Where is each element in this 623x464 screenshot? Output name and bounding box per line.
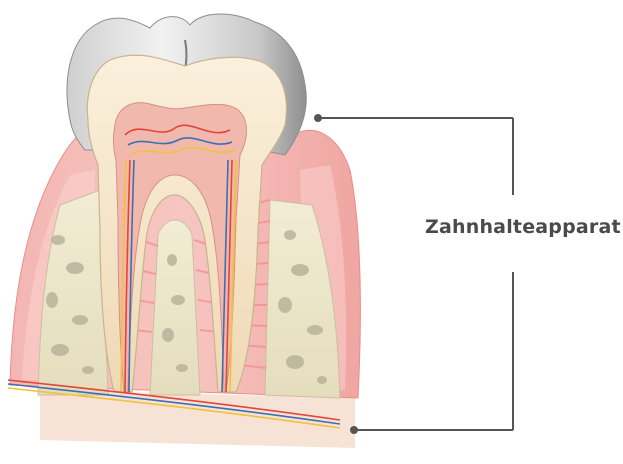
bracket-top-dot	[314, 114, 322, 122]
bracket-bottom-dot	[350, 426, 358, 434]
annotation-label: Zahnhalteapparat	[425, 216, 621, 238]
